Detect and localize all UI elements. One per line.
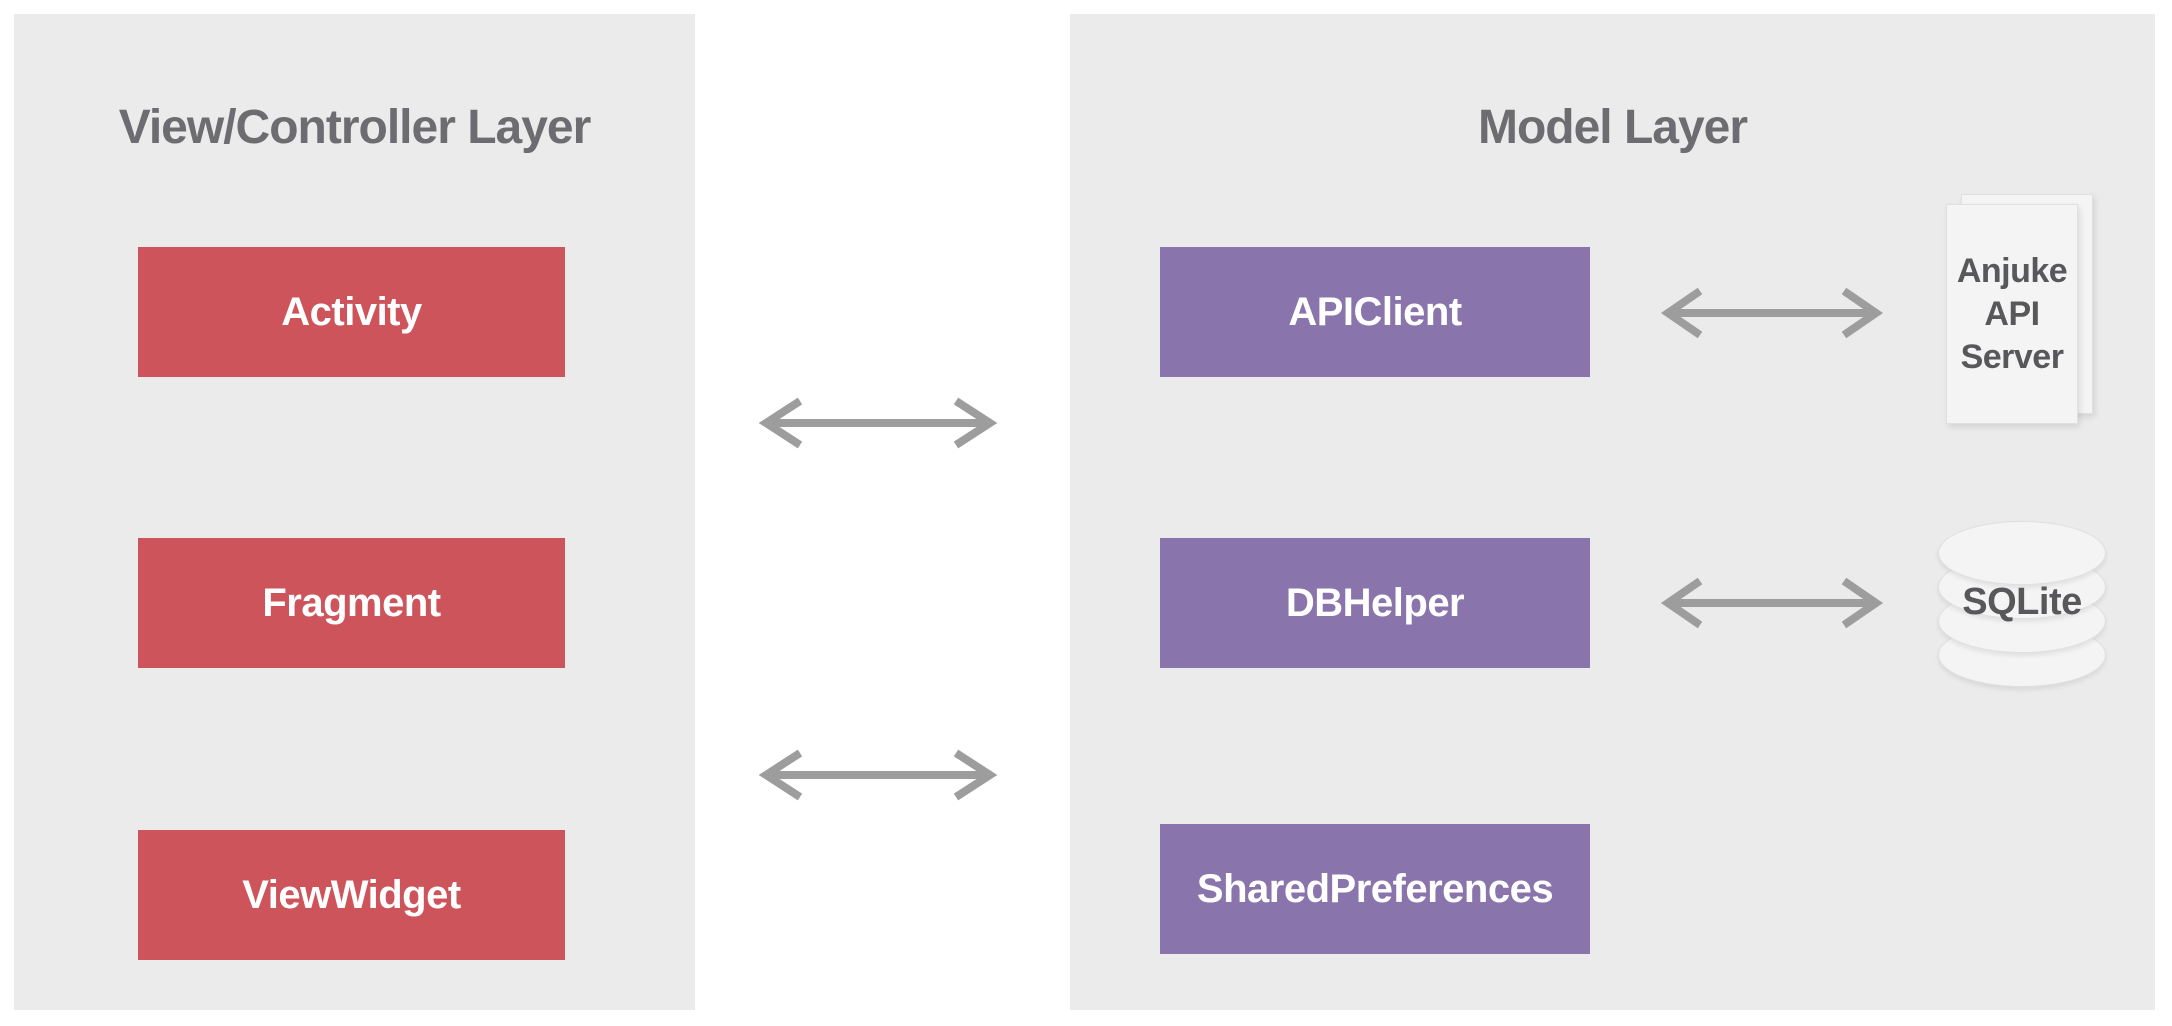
api-server-icon: Anjuke API Server bbox=[1946, 194, 2096, 428]
sharedpreferences-box: SharedPreferences bbox=[1160, 824, 1590, 954]
bidirectional-arrow-icon bbox=[1652, 283, 1892, 343]
api-server-label-line3: Server bbox=[1960, 337, 2064, 376]
view-controller-layer-title: View/Controller Layer bbox=[118, 101, 592, 154]
bidirectional-arrow-icon bbox=[748, 745, 1008, 805]
viewwidget-box: ViewWidget bbox=[138, 830, 565, 960]
sqlite-label: SQLite bbox=[1962, 581, 2082, 623]
view-controller-layer-panel: View/Controller Layer Activity Fragment … bbox=[14, 14, 695, 1010]
model-layer-panel: Model Layer APIClient DBHelper SharedPre… bbox=[1070, 14, 2155, 1010]
model-layer-title: Model Layer bbox=[1477, 101, 1748, 154]
fragment-box: Fragment bbox=[138, 538, 565, 668]
sqlite-database-icon: SQLite bbox=[1938, 521, 2106, 689]
activity-box: Activity bbox=[138, 247, 565, 377]
bidirectional-arrow-icon bbox=[1652, 573, 1892, 633]
database-disc bbox=[1938, 521, 2106, 585]
paper-front-sheet: Anjuke API Server bbox=[1946, 204, 2078, 424]
api-server-label-line1: Anjuke bbox=[1956, 251, 2068, 290]
apiclient-box: APIClient bbox=[1160, 247, 1590, 377]
viewwidget-box-label: ViewWidget bbox=[242, 872, 461, 917]
sharedpreferences-box-label: SharedPreferences bbox=[1196, 866, 1554, 911]
dbhelper-box-label: DBHelper bbox=[1285, 580, 1465, 625]
fragment-box-label: Fragment bbox=[262, 580, 441, 625]
apiclient-box-label: APIClient bbox=[1288, 289, 1462, 334]
api-server-label-line2: API bbox=[1984, 294, 2040, 333]
dbhelper-box: DBHelper bbox=[1160, 538, 1590, 668]
activity-box-label: Activity bbox=[281, 289, 422, 334]
bidirectional-arrow-icon bbox=[748, 393, 1008, 453]
